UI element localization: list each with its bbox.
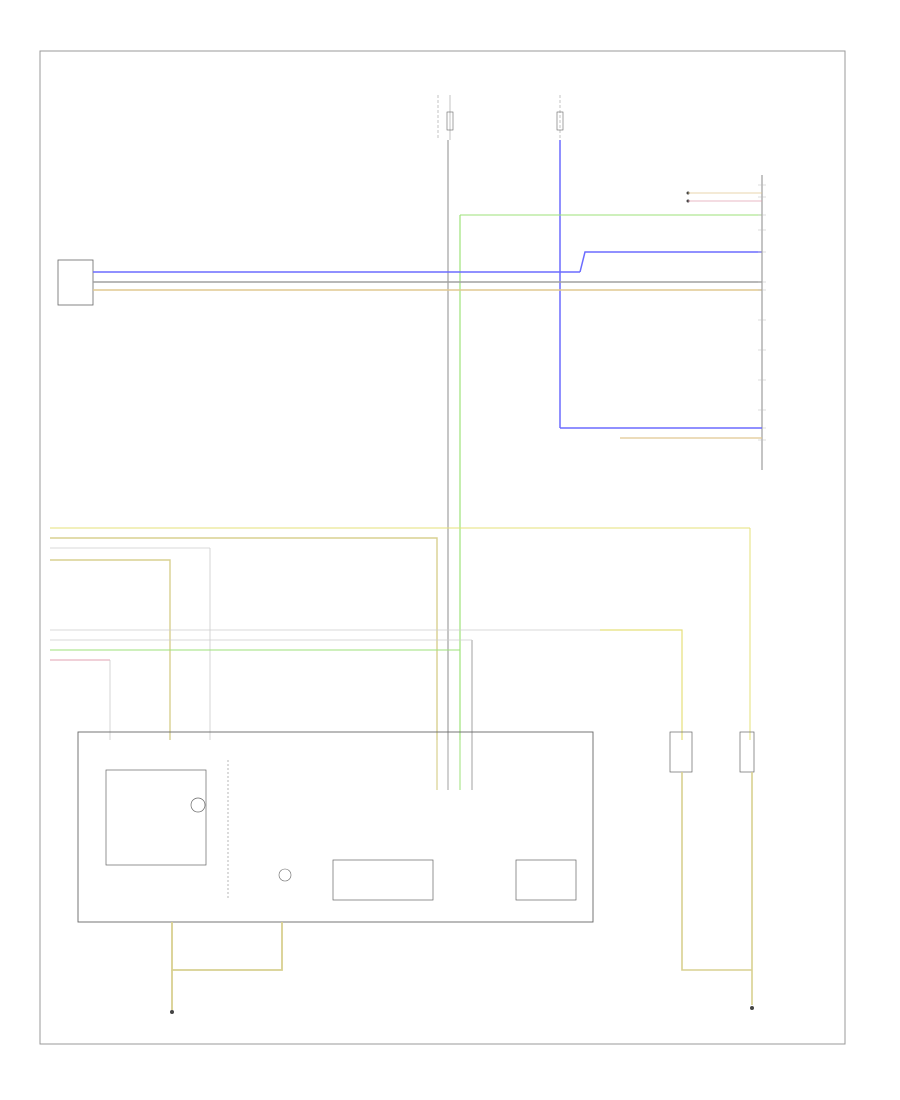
right-connector: [758, 175, 766, 470]
central-module: [77, 731, 594, 923]
motor-icon: [190, 797, 206, 813]
left-relay: [669, 731, 693, 773]
sub-module-1: [105, 769, 207, 866]
sub-module-box-c: [515, 859, 577, 901]
diagram-frame: [39, 50, 846, 1045]
wire-tan-bus: [50, 559, 171, 740]
sensor-icon: [278, 868, 292, 882]
top-left-power-supply: [437, 95, 454, 140]
ground-right-icon: [750, 1006, 754, 1010]
sub-module-box-b: [458, 860, 488, 900]
wire-yellow-right-relay: [600, 629, 683, 740]
wire-blue-up: [579, 251, 762, 273]
sub-module-box-a: [332, 859, 434, 901]
left-module: [57, 259, 94, 306]
fuse-b-icon: [556, 111, 564, 131]
fuse-a-icon: [446, 111, 454, 131]
right-relay: [739, 731, 755, 773]
wire-tan-ground-left: [171, 922, 283, 971]
wire-tan-right-ground: [681, 772, 752, 971]
wire-yellow-bus-2: [50, 537, 438, 740]
top-right-power-supply: [556, 95, 564, 140]
ground-left-icon: [170, 1010, 174, 1014]
